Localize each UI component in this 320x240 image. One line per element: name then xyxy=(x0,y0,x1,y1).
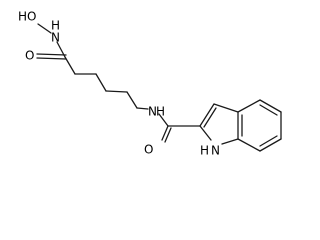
atom-label-indole-n: N xyxy=(211,144,220,158)
bond-c3a-c4 xyxy=(237,99,261,113)
bond-c6-c7-inner xyxy=(259,135,278,147)
bond-c4-c5 xyxy=(259,99,282,113)
bond-n-c7 xyxy=(158,113,169,127)
bond-c6-c7 xyxy=(259,138,282,152)
bond-c5-c6 xyxy=(126,91,138,109)
bond-c7-o-b xyxy=(164,127,172,143)
bond-c6-n xyxy=(136,107,149,110)
atom-label-carbonyl-o-top: O xyxy=(25,49,34,63)
bond-c2-c3-ind-b xyxy=(203,107,217,128)
bond-c3-c4 xyxy=(95,73,107,92)
bond-c4-c5-inner xyxy=(259,104,278,116)
bond-c4-c5 xyxy=(105,90,128,93)
atom-label-ho: HO xyxy=(18,10,36,24)
bond-c2-c3-ind-a xyxy=(199,103,215,127)
bond-c1-o-b xyxy=(36,57,67,60)
bond-c3-c3a xyxy=(213,103,239,113)
bond-n1-c2 xyxy=(199,125,212,141)
atom-label-amide-n-h: H xyxy=(156,105,165,119)
atom-label-carbonyl-o-bottom: O xyxy=(144,143,153,157)
atom-label-indole-n-h: H xyxy=(200,144,209,158)
bond-c1-c2 xyxy=(64,56,76,75)
atom-label-amide-n: N xyxy=(148,105,157,119)
bond-c7-o-a xyxy=(161,125,169,141)
bond-ho-n xyxy=(37,23,52,34)
chemical-structure: HO N H O N H O H N xyxy=(18,10,282,158)
atom-label-hydroxamic-n: N xyxy=(51,31,60,45)
bond-c7-c7a xyxy=(237,138,261,152)
bond-c7a-n1 xyxy=(221,138,239,145)
bond-c1-o-a xyxy=(36,53,67,56)
atom-label-hydroxamic-n-h: H xyxy=(51,19,60,33)
